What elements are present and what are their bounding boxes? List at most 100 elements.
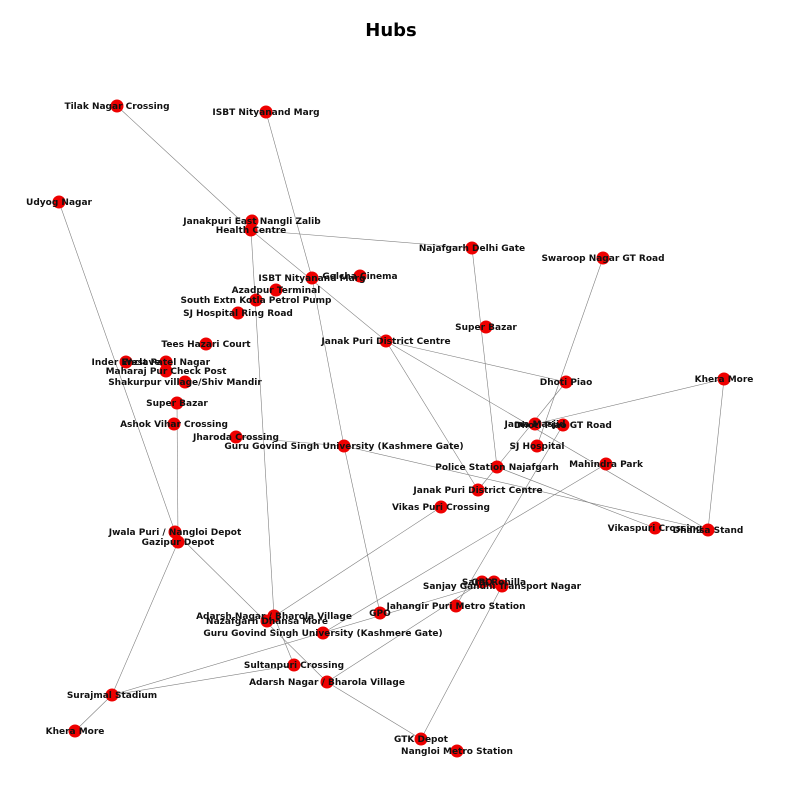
graph-node: [490, 460, 504, 474]
graph-node: [599, 457, 613, 471]
node-label: Adarsh Nagar / Bharola Village: [249, 678, 405, 688]
graph-node: [701, 523, 715, 537]
graph-node: [52, 195, 66, 209]
graph-edge: [250, 229, 387, 342]
node-label: Super Bazar: [146, 399, 208, 409]
node-label: Ashok Vihar Crossing: [120, 420, 228, 430]
node-label: Gazipur Depot: [142, 538, 215, 548]
graph-edge: [311, 277, 345, 447]
node-label: Khera More: [46, 727, 105, 737]
graph-node: [528, 417, 542, 431]
node-label: GPO: [471, 578, 493, 588]
node-label: Inder Enclave: [92, 358, 161, 368]
graph-node: [229, 430, 243, 444]
node-label: Golcha Cinema: [322, 272, 397, 282]
graph-edge: [385, 340, 479, 491]
node-label: Janak Puri District Centre: [320, 337, 450, 347]
node-label: Janak Puri District Centre: [412, 486, 542, 496]
node-label: Vikaspuri Crossing: [608, 524, 703, 534]
graph-edge: [266, 506, 442, 622]
node-label: Super Bazar: [455, 323, 517, 333]
node-label: Tilak Nagar Crossing: [64, 102, 169, 112]
node-label: GTK Depot: [394, 735, 449, 745]
node-label: Shakurpur village/Shiv Mandir: [108, 378, 262, 388]
node-label: South Extn Kotla Petrol Pump: [181, 296, 333, 306]
node-label: Khera More: [695, 375, 754, 385]
graph-edge: [265, 111, 313, 279]
graph-node: [168, 525, 182, 539]
graph-edge: [343, 445, 381, 614]
graph-edge: [273, 615, 295, 666]
graph-node: [249, 293, 263, 307]
graph-edge: [326, 581, 483, 683]
node-label: Guru Govind Singh University (Kashmere G…: [203, 629, 442, 639]
graph-node: [260, 614, 274, 628]
graph-node: [373, 606, 387, 620]
graph-node: [434, 500, 448, 514]
node-label: Janakpuri East Nangli Zalib: [182, 217, 321, 227]
graph-edge: [536, 257, 604, 447]
graph-node: [199, 337, 213, 351]
graph-edge: [477, 381, 567, 491]
graph-edge: [496, 466, 656, 529]
graph-node: [596, 251, 610, 265]
graph-edge: [111, 581, 495, 696]
node-label: Jwala Puri / Nangloi Depot: [108, 528, 242, 538]
graph-node: [475, 575, 489, 589]
node-label: Sultanpuri Crossing: [244, 661, 344, 671]
graph-node: [530, 439, 544, 453]
graph-edge: [174, 531, 328, 683]
graph-node: [110, 99, 124, 113]
node-label: Guru Govind Singh University (Kashmere G…: [224, 442, 463, 452]
graph-edge: [471, 247, 498, 468]
graph-node: [259, 105, 273, 119]
graph-node: [648, 521, 662, 535]
graph-node: [178, 375, 192, 389]
node-label: Dhoti Piao: [540, 378, 593, 388]
node-label: Tees Hazari Court: [161, 340, 251, 350]
graph-edge: [420, 585, 503, 740]
graph-edge: [385, 340, 567, 383]
graph-node: [167, 417, 181, 431]
node-label: Udyog Nagar: [26, 198, 92, 208]
graph-edge: [58, 201, 176, 533]
node-label: Najafgarh Delhi Gate: [419, 244, 525, 254]
node-label: ISBT Nityanand Marg: [258, 274, 365, 284]
graph-node: [287, 658, 301, 672]
node-label: Dhoti Piao GT Road: [514, 421, 612, 431]
node-label: Nangloi Metro Station: [401, 747, 513, 757]
node-label: Jharoda Crossing: [192, 433, 279, 443]
graph-edge: [235, 436, 345, 447]
graph-edge: [455, 424, 564, 607]
graph-node: [269, 283, 283, 297]
graph-node: [68, 724, 82, 738]
graph-edge: [326, 681, 422, 740]
graph-node: [450, 744, 464, 758]
graph-node: [449, 599, 463, 613]
graph-node: [119, 355, 133, 369]
node-label: Health Centre: [216, 226, 287, 236]
graph-edges: [58, 105, 725, 740]
graph-node: [231, 306, 245, 320]
node-label: Dhansa Stand: [673, 526, 744, 536]
graph-edge: [74, 694, 113, 732]
node-label: Maharaj Pur Check Post: [106, 367, 228, 377]
graph-node: [337, 439, 351, 453]
graph-node: [559, 375, 573, 389]
node-label: Surajmal Stadium: [67, 691, 157, 701]
node-label: Mahindra Park: [569, 460, 644, 470]
graph-edge: [111, 664, 295, 696]
node-label: Sanjay Gandhi Transport Nagar: [423, 582, 582, 592]
graph-edge: [322, 463, 607, 634]
graph-node: [305, 271, 319, 285]
graph-edge: [116, 105, 252, 231]
graph-edge: [534, 378, 725, 425]
node-label: Swaroop Nagar GT Road: [541, 254, 664, 264]
graph-node: [353, 269, 367, 283]
graph-node: [471, 483, 485, 497]
node-label: Police Station Najafgarh: [435, 463, 559, 473]
graph-node: [379, 334, 393, 348]
graph-node: [170, 396, 184, 410]
graph-edge: [250, 229, 473, 249]
